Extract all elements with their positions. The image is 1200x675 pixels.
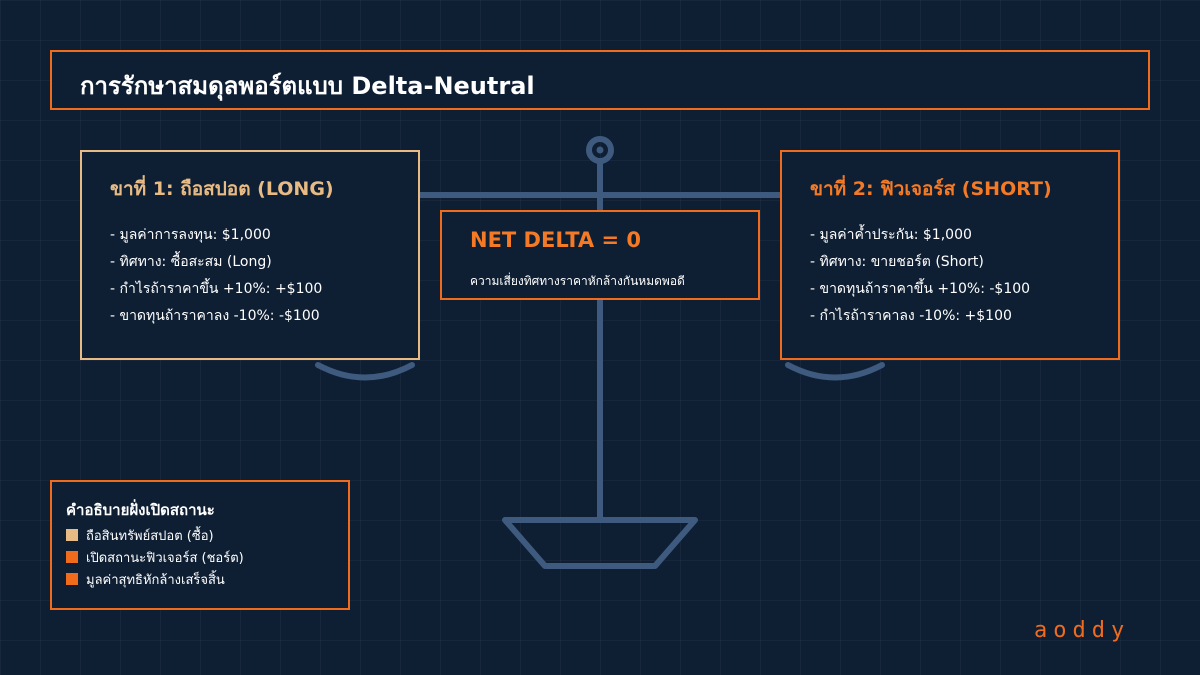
legend-item: มูลค่าสุทธิหักล้างเสร็จสิ้น bbox=[66, 568, 244, 590]
legend-swatch-futures bbox=[66, 551, 78, 563]
legend-item: ถือสินทรัพย์สปอต (ซื้อ) bbox=[66, 524, 244, 546]
net-delta-title: NET DELTA = 0 bbox=[470, 228, 642, 252]
scale-base bbox=[502, 517, 698, 569]
spot-leg-title: ขาที่ 1: ถือสปอต (LONG) bbox=[110, 178, 334, 200]
spot-leg-card: ขาที่ 1: ถือสปอต (LONG) - มูลค่าการลงทุน… bbox=[80, 150, 420, 360]
legend-item: เปิดสถานะฟิวเจอร์ส (ชอร์ต) bbox=[66, 546, 244, 568]
scale-lines bbox=[315, 136, 885, 569]
title-banner: การรักษาสมดุลพอร์ตแบบ Delta-Neutral bbox=[50, 50, 1150, 110]
scale-right-pan bbox=[785, 362, 885, 381]
list-item: - ทิศทาง: ซื้อสะสม (Long) bbox=[110, 254, 272, 270]
legend-swatch-spot bbox=[66, 529, 78, 541]
legend-box: คำอธิบายฝั่งเปิดสถานะ ถือสินทรัพย์สปอต (… bbox=[50, 480, 350, 610]
spot-leg-list: - มูลค่าการลงทุน: $1,000 - ทิศทาง: ซื้อส… bbox=[110, 222, 322, 330]
list-item: - กำไรถ้าราคาขึ้น +10%: +$100 bbox=[110, 281, 323, 297]
futures-leg-title: ขาที่ 2: ฟิวเจอร์ส (SHORT) bbox=[810, 178, 1052, 200]
legend-title: คำอธิบายฝั่งเปิดสถานะ bbox=[66, 501, 215, 519]
net-delta-card: NET DELTA = 0 ความเสี่ยงทิศทางราคาหักล้า… bbox=[440, 210, 760, 300]
brand-logo: aoddy bbox=[1034, 618, 1131, 643]
legend-item-label: เปิดสถานะฟิวเจอร์ส (ชอร์ต) bbox=[86, 550, 244, 566]
legend-swatch-net bbox=[66, 573, 78, 585]
legend-item-label: ถือสินทรัพย์สปอต (ซื้อ) bbox=[86, 528, 214, 544]
list-item: - ขาดทุนถ้าราคาลง -10%: -$100 bbox=[110, 308, 320, 324]
net-delta-subtitle: ความเสี่ยงทิศทางราคาหักล้างกันหมดพอดี bbox=[470, 274, 685, 288]
legend-list: ถือสินทรัพย์สปอต (ซื้อ) เปิดสถานะฟิวเจอร… bbox=[66, 524, 244, 590]
list-item: - มูลค่าการลงทุน: $1,000 bbox=[110, 227, 271, 243]
legend-item-label: มูลค่าสุทธิหักล้างเสร็จสิ้น bbox=[86, 572, 225, 588]
list-item: - มูลค่าค้ำประกัน: $1,000 bbox=[810, 227, 972, 243]
list-item: - กำไรถ้าราคาลง -10%: +$100 bbox=[810, 308, 1012, 324]
list-item: - ขาดทุนถ้าราคาขึ้น +10%: -$100 bbox=[810, 281, 1031, 297]
futures-leg-card: ขาที่ 2: ฟิวเจอร์ส (SHORT) - มูลค่าค้ำปร… bbox=[780, 150, 1120, 360]
scale-left-pan bbox=[315, 362, 415, 381]
scale-ring-dot bbox=[596, 146, 604, 154]
futures-leg-list: - มูลค่าค้ำประกัน: $1,000 - ทิศทาง: ขายช… bbox=[810, 222, 1030, 330]
list-item: - ทิศทาง: ขายชอร์ต (Short) bbox=[810, 254, 984, 270]
page-title: การรักษาสมดุลพอร์ตแบบ Delta-Neutral bbox=[80, 72, 535, 100]
